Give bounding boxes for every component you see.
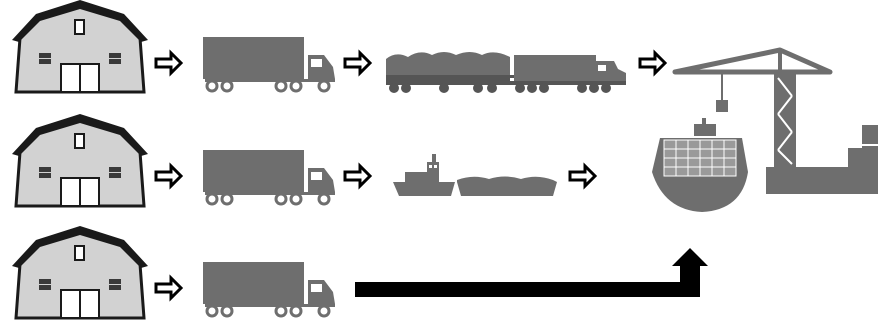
route-3 bbox=[10, 224, 708, 320]
right-arrow-icon bbox=[343, 51, 372, 75]
truck-icon bbox=[201, 35, 337, 93]
grain-train-icon bbox=[386, 52, 626, 93]
route-2 bbox=[10, 112, 597, 208]
right-arrow-icon bbox=[343, 164, 372, 188]
right-arrow-icon bbox=[568, 164, 597, 188]
towboat-barge-icon bbox=[393, 154, 557, 196]
right-arrow-icon bbox=[154, 51, 183, 75]
barn-icon bbox=[10, 224, 150, 320]
truck-icon bbox=[201, 148, 337, 206]
barn-icon bbox=[10, 0, 150, 94]
elbow-arrow-icon bbox=[355, 248, 708, 297]
right-arrow-icon bbox=[154, 164, 183, 188]
ship-and-crane-icon bbox=[652, 50, 878, 212]
right-arrow-icon bbox=[154, 276, 183, 300]
right-arrow-icon bbox=[638, 51, 667, 75]
barn-icon bbox=[10, 112, 150, 208]
truck-icon bbox=[201, 260, 337, 318]
route-1 bbox=[10, 0, 667, 94]
